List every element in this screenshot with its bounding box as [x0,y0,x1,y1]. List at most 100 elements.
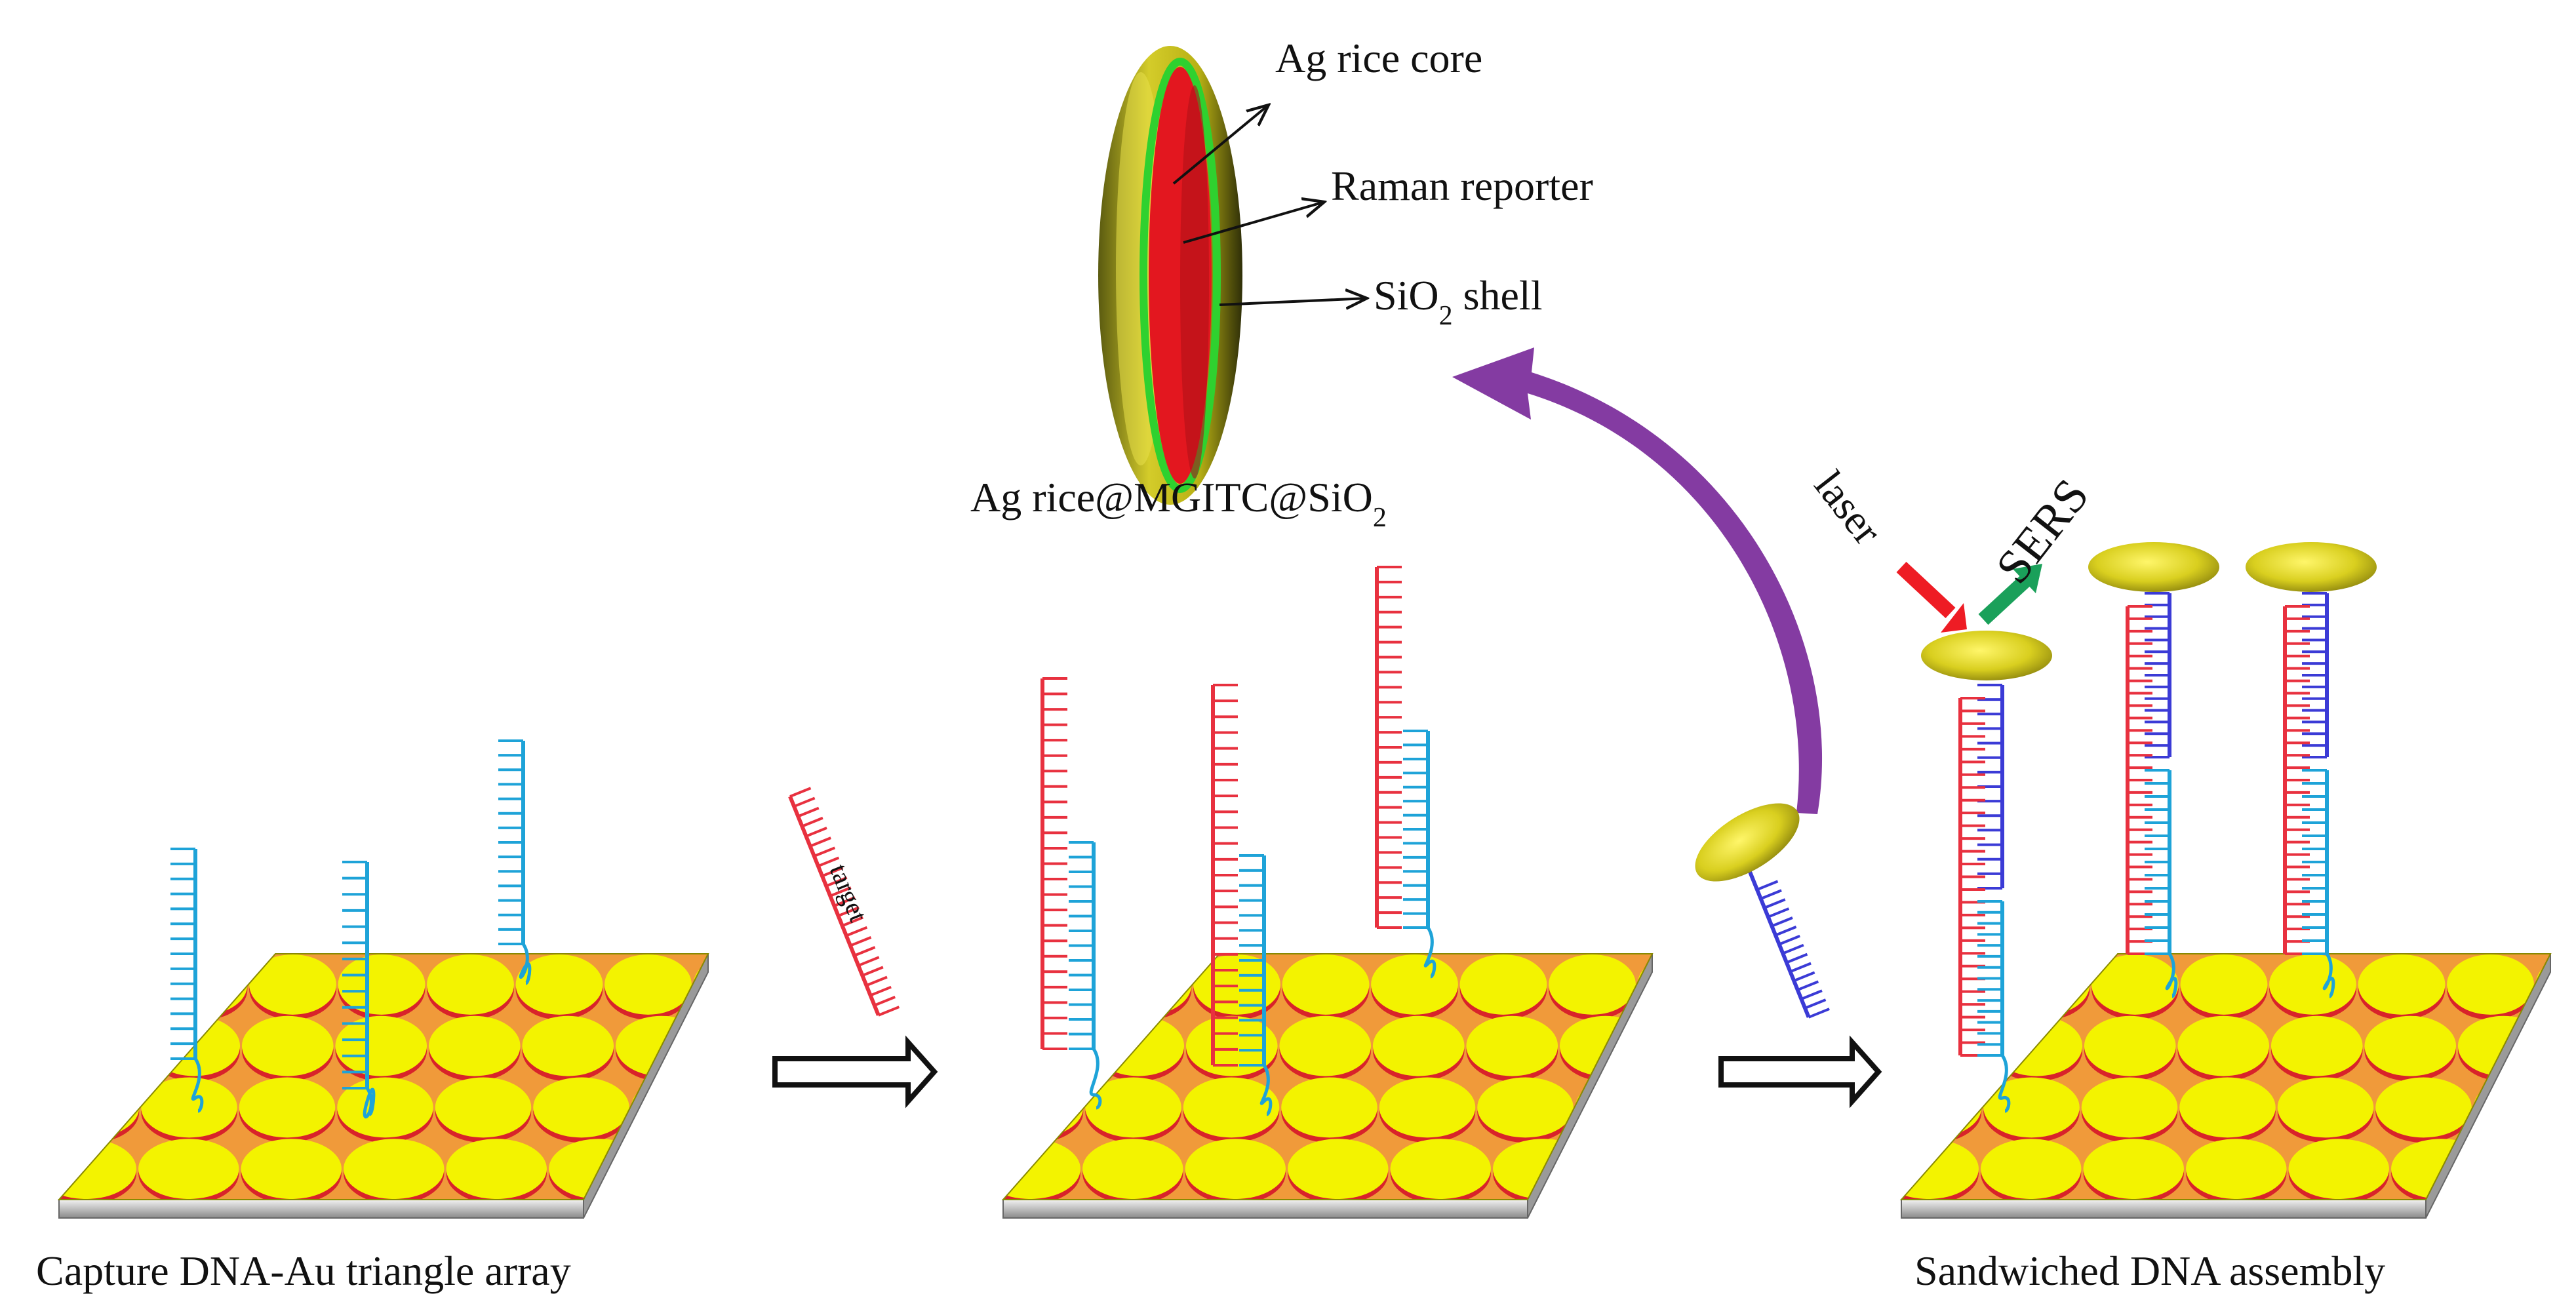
au-disc [1183,1077,1280,1138]
au-disc [1282,954,1370,1015]
au-disc [435,1077,532,1138]
au-disc [428,1015,521,1076]
au-disc [2081,1077,2178,1138]
label-raman-reporter: Raman reporter [1331,163,1593,209]
sandwich-3b-capture [2145,769,2171,955]
au-disc [651,1139,708,1200]
reporter-base [1789,962,1812,973]
au-disc [335,1015,427,1076]
sandwich-3b-capture-linker [2165,952,2178,998]
au-disc [1082,1139,1183,1200]
plate-outline [1899,953,2552,1200]
triangle-shadow [1104,958,1192,1020]
target-base [829,886,852,897]
target-base [865,975,888,987]
triangle-shadow [1595,1143,1652,1200]
au-disc [1379,1077,1476,1138]
target-base [797,806,820,818]
hybrid-2c-capture [1403,730,1430,929]
target-base [809,836,831,848]
nanoparticle-caption: Ag rice@MGITC@SiO2 [970,474,1387,533]
dna-strands [170,566,2335,1119]
target-base [833,896,856,907]
capture-strand-1c [498,739,525,945]
au-disc [138,1139,239,1200]
au-disc [427,954,514,1015]
target-base [873,996,896,1007]
bound-particle-1 [1921,631,2052,680]
target-base [850,935,872,947]
sandwich-3c-reporter [2302,592,2329,758]
sers-arrow [1978,564,2042,625]
target-base [825,876,848,888]
au-disc [1185,1139,1286,1200]
reporter-base [1778,934,1800,946]
au-disc [249,954,336,1015]
sandwich-3a-capture [1977,900,2004,1057]
hybrid-2a-capture-linker [1089,1048,1102,1110]
caption-sandwiched-assembly: Sandwiched DNA assembly [1914,1247,2385,1294]
au-disc [1371,954,1458,1015]
au-disc [241,1139,342,1200]
au-disc [2177,1015,2270,1076]
triangle-shadow [59,1081,140,1143]
pointer-reporter [1183,202,1324,244]
hybrid-2a-target [1040,677,1067,1050]
au-disc [1549,954,1636,1015]
process-arrow-1 [772,1035,938,1109]
plate-front-edge [1002,1199,1528,1219]
au-disc [1459,954,1547,1015]
reporter-backbone [1745,864,1811,1018]
hybrid-2c-capture-linker [1423,926,1437,979]
plate-front-edge [1901,1199,2427,1219]
core-shade [1180,85,1209,479]
label-ag-rice-core: Ag rice core [1275,35,1482,81]
laser-arrow [1896,561,1967,633]
hybrid-2a-capture [1069,841,1096,1050]
triangle-shadow [2551,1020,2576,1082]
au-disc [2364,1015,2457,1076]
reporter-base [1793,971,1815,983]
sers-label: SERS [1986,469,2100,594]
capture-strand-1b [342,861,369,1089]
reporter-base [1768,907,1790,918]
laser-label: laser [1806,462,1891,553]
capture-strand-1a-linker [191,1057,204,1113]
free-reporter-particle [1695,803,1800,882]
au-disc [337,1077,433,1138]
reporter-base [1760,889,1782,900]
au-disc [141,1077,237,1138]
reporter-base [1775,926,1797,937]
au-disc [338,954,426,1015]
reporter-base [1797,980,1819,991]
au-disc [1085,1077,1181,1138]
reporter-base [1771,916,1793,928]
free-particle [1695,803,1800,882]
au-disc [2270,1015,2363,1076]
au-disc [2493,1139,2550,1200]
target-backbone [788,795,881,1016]
reporter-base [1764,898,1786,909]
sandwich-3b-target [2126,605,2152,955]
au-disc [1595,1139,1652,1200]
target-base [878,1006,900,1017]
au-disc [1983,1077,2080,1138]
au-disc [1390,1139,1491,1200]
au-disc [2269,954,2356,1015]
triangle-shadow [1003,1081,1084,1143]
au-disc [2358,954,2446,1015]
au-disc [2447,954,2534,1015]
label-sio2-shell: SiO2 shell [1374,272,1542,331]
plate-outline [1001,953,1654,1200]
au-disc [1372,1015,1465,1076]
target-base [805,827,827,838]
au-disc [344,1139,445,1200]
au-disc [2551,1016,2576,1076]
au-disc [1279,1015,1372,1076]
au-disc [2179,1077,2276,1138]
sandwich-3c-capture-linker [2322,952,2335,998]
au-disc [2084,1015,2176,1076]
target-base [789,787,812,798]
au-disc [2375,1077,2472,1138]
au-disc [1477,1077,1574,1138]
